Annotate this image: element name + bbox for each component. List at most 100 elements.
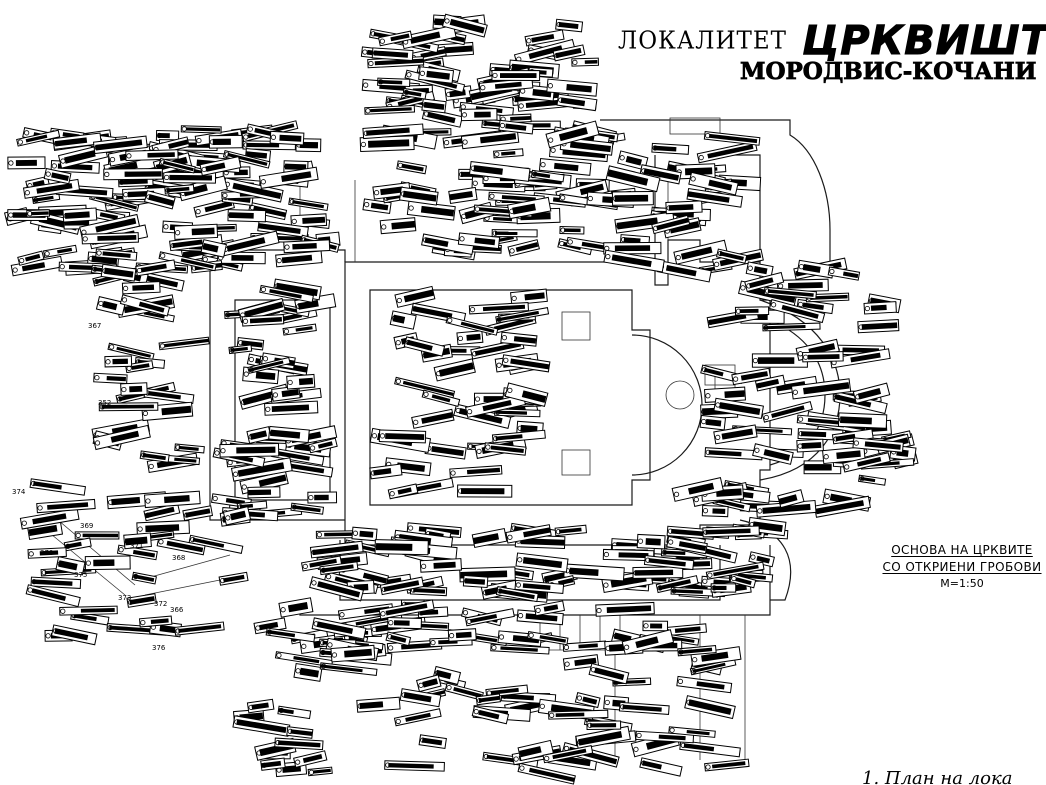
grave-mark (25, 584, 81, 608)
grave-mark (790, 378, 852, 400)
grave-mark (656, 260, 712, 283)
grave-mark (491, 429, 546, 444)
plan-scale: M=1:50 (940, 577, 984, 590)
grave-mark (247, 356, 291, 374)
grave-mark (241, 314, 285, 327)
grave-mark (228, 344, 253, 355)
grave-mark (258, 166, 319, 189)
grave-mark (777, 489, 805, 509)
grave-mark (471, 705, 510, 725)
grave-mark (462, 574, 489, 589)
grave-mark (409, 585, 448, 597)
grave-mark (182, 505, 214, 522)
grave-mark (158, 336, 210, 351)
site-name: ЦРКВИШТЕ (802, 18, 1046, 65)
grave-mark (571, 57, 600, 67)
plan-caption-line2: СО ОТКРИЕНИ ГРОБОВИ (882, 560, 1042, 574)
grave-mark (222, 177, 284, 203)
grave-mark (260, 757, 286, 771)
grave-mark (494, 408, 541, 418)
grave-mark (688, 171, 739, 196)
grave-mark (776, 278, 829, 293)
grave-label-352: 352 (98, 399, 111, 407)
grave-mark (506, 196, 552, 220)
grave-mark (271, 385, 301, 402)
grave-mark (180, 125, 222, 134)
grave-mark (482, 751, 539, 769)
grave-mark (131, 571, 157, 585)
grave-mark (268, 425, 310, 444)
grave-mark (517, 762, 576, 785)
grave-mark (219, 443, 280, 458)
grave-mark (246, 426, 272, 444)
grave-mark (471, 527, 508, 549)
grave-mark (74, 531, 120, 540)
grave-mark (575, 725, 631, 750)
grave-mark (588, 662, 630, 685)
grave-mark (533, 600, 566, 617)
grave-mark (123, 532, 152, 550)
grave-mark (50, 624, 98, 646)
grave-mark (19, 507, 80, 530)
grave-mark (246, 698, 275, 714)
grave-mark (143, 190, 176, 210)
grave-mark (364, 104, 416, 115)
grave-label-372: 372 (154, 600, 167, 608)
grave-mark (319, 561, 359, 576)
grave-mark (63, 537, 92, 552)
grave-mark (852, 382, 891, 404)
grave-mark (52, 132, 102, 150)
grave-mark (639, 164, 682, 185)
grave-mark (857, 319, 900, 334)
grave-mark (514, 579, 565, 594)
grave-mark (516, 609, 564, 626)
grave-mark (432, 665, 462, 685)
grave-mark (359, 135, 415, 152)
grave-mark (501, 354, 551, 373)
grave-mark (524, 29, 565, 47)
grave-mark (319, 662, 378, 676)
grave-mark (136, 520, 190, 537)
grave-mark (636, 533, 666, 550)
grave-mark (406, 200, 456, 221)
grave-mark (701, 504, 729, 518)
grave-mark (745, 261, 774, 279)
grave-mark (143, 490, 201, 509)
grave-mark (433, 358, 476, 382)
grave-mark (371, 47, 414, 62)
grave-mark (419, 558, 463, 573)
grave-mark (418, 734, 447, 750)
grave-mark (491, 70, 541, 81)
grave-mark (379, 576, 425, 596)
grave-mark (713, 397, 764, 420)
grave-mark (602, 548, 655, 562)
site-title: ЛОКАЛИТЕТ ЦРКВИШТЕ (618, 18, 1046, 65)
grave-mark (100, 263, 137, 282)
grave-mark (548, 709, 609, 720)
grave-mark (603, 241, 662, 255)
grave-mark (457, 232, 501, 250)
grave-mark (92, 135, 148, 155)
grave-mark (418, 66, 455, 84)
grave-label-370: 370 (40, 549, 53, 557)
grave-mark (158, 157, 196, 174)
grave-mark (493, 148, 524, 159)
grave-mark (802, 351, 844, 363)
grave-mark (92, 424, 151, 451)
grave-mark (562, 654, 600, 671)
grave-mark (538, 157, 592, 176)
grave-mark (362, 123, 424, 140)
grave-mark (135, 259, 177, 277)
grave-mark (374, 539, 429, 556)
grave-mark (248, 201, 288, 221)
grave-mark (507, 239, 540, 257)
grave-mark (498, 119, 534, 135)
grave-label-375: 375 (74, 571, 87, 579)
grave-mark (796, 438, 824, 453)
grave-mark (505, 524, 552, 544)
grave-mark (59, 605, 118, 616)
grave-mark (671, 476, 724, 502)
grave-mark (293, 662, 323, 682)
grave-mark (500, 331, 538, 347)
grave-mark (288, 197, 329, 211)
